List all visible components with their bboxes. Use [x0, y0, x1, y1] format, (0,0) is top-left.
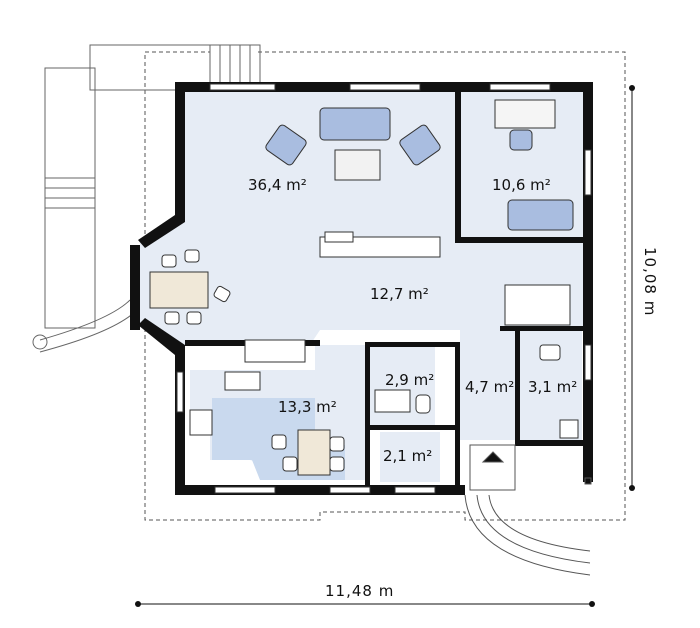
room-label-utility: 3,1 m² — [528, 378, 577, 396]
furniture — [149, 99, 579, 476]
roof-outline — [144, 51, 626, 521]
room-label-bathroom: 2,9 m² — [385, 371, 434, 389]
width-dimension-label: 11,48 m — [325, 582, 394, 600]
depth-dimension-label: 10,08 m — [641, 247, 659, 316]
room-labels: 36,4 m² 10,6 m² 12,7 m² 13,3 m² 2,9 m² 4… — [248, 176, 577, 465]
windows — [176, 83, 592, 494]
depth-dimension: 10,08 m — [629, 85, 659, 491]
room-label-wc: 2,1 m² — [383, 447, 432, 465]
width-dimension: 11,48 m — [135, 582, 595, 607]
terrace-stairs — [32, 44, 261, 353]
room-label-bedroom: 10,6 m² — [492, 176, 551, 194]
room-label-living: 36,4 m² — [248, 176, 307, 194]
room-label-office: 4,7 m² — [465, 378, 514, 396]
room-label-hall: 12,7 m² — [370, 285, 429, 303]
room-label-kitchen: 13,3 m² — [278, 398, 337, 416]
entrance-porch — [464, 444, 592, 576]
